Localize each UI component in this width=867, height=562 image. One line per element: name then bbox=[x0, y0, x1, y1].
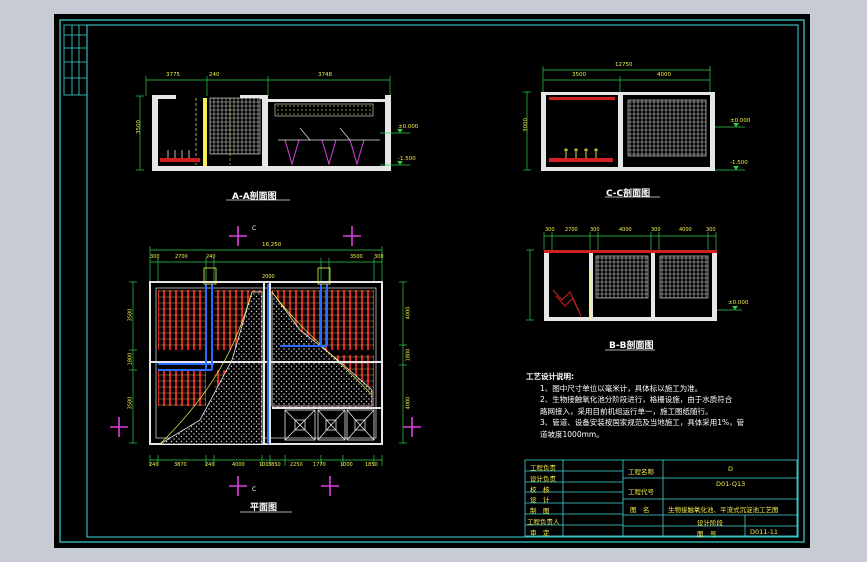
cc-level-0: ±0.000 bbox=[730, 118, 751, 124]
aa-section bbox=[136, 76, 410, 201]
tb-design-no-label: 工程代号 bbox=[628, 488, 654, 496]
tb-row-label: 校 核 bbox=[530, 486, 550, 494]
tb-row-label: 审 定 bbox=[530, 529, 550, 537]
plan-dim-bottom-3: 240 bbox=[205, 462, 215, 468]
notes-heading: 工艺设计说明: bbox=[526, 372, 574, 381]
tb-row-label: 设计负责 bbox=[530, 475, 556, 483]
plan-dim-bottom-5: 100 bbox=[259, 462, 269, 468]
tb-row-label: 设 计 bbox=[530, 496, 550, 504]
design-notes: 工艺设计说明: 1、图中尺寸单位以毫米计，具体标以施工为准。 2、生物接触氧化池… bbox=[526, 371, 744, 440]
cc-dim-top-2: 4000 bbox=[657, 72, 671, 78]
aa-dim-left: 3500 bbox=[136, 120, 142, 134]
cc-dim-top-1: 3500 bbox=[572, 72, 586, 78]
tb-sheet-value: D011-11 bbox=[750, 528, 779, 536]
tb-row-label: 工程负责 bbox=[530, 464, 556, 472]
tb-sheet-label: 图 号 bbox=[697, 530, 717, 538]
plan-marker-top: C bbox=[252, 225, 257, 232]
plan-dim-bottom-9: 1000 bbox=[340, 462, 353, 468]
aa-dim-top-2: 240 bbox=[209, 72, 220, 78]
plan-dim-bottom-1: 240 bbox=[149, 462, 159, 468]
cc-dim-total: 12750 bbox=[615, 62, 633, 68]
cc-dim-left: 3000 bbox=[523, 118, 529, 132]
tb-project-name-value: D bbox=[728, 465, 734, 473]
notes-item: 1、图中尺寸单位以毫米计，具体标以施工为准。 bbox=[540, 383, 703, 393]
plan-dim-top-1: 300 bbox=[150, 254, 160, 260]
tb-project-name-label: 工程名称 bbox=[628, 468, 654, 476]
cc-section bbox=[523, 66, 745, 198]
aa-section-title: A-A剖面图 bbox=[232, 192, 277, 202]
bb-dim-3: 300 bbox=[590, 227, 600, 233]
plan-dim-total: 16,250 bbox=[262, 242, 282, 248]
bb-dim-4: 4000 bbox=[619, 227, 632, 233]
cc-section-title: C-C剖面图 bbox=[606, 189, 651, 199]
plan-dim-top-5: 3500 bbox=[350, 254, 363, 260]
plan-dim-right-3: 4000 bbox=[405, 396, 412, 410]
aa-dim-top-3: 3748 bbox=[318, 72, 332, 78]
aa-level-0: ±0.000 bbox=[398, 124, 419, 130]
cc-level-1: -1.500 bbox=[730, 160, 748, 166]
plan-dim-bottom-7: 2250 bbox=[290, 462, 303, 468]
plan-dim-bottom-6: 3850 bbox=[268, 462, 281, 468]
plan-dim-top-6: 300 bbox=[374, 254, 384, 260]
outer-border bbox=[59, 19, 805, 543]
tb-drawing-name-label: 图 名 bbox=[630, 506, 650, 514]
plan-dim-left-1: 3500 bbox=[127, 308, 134, 322]
plan-dim-top-2: 2700 bbox=[175, 254, 188, 260]
plan-view bbox=[110, 226, 421, 513]
aa-level-1: -1.500 bbox=[398, 156, 416, 162]
plan-marker-bottom: C bbox=[252, 486, 257, 493]
plan-dim-left-2: 1800 bbox=[127, 352, 134, 366]
bb-dim-2: 2700 bbox=[565, 227, 578, 233]
tb-row-label: 制 图 bbox=[530, 507, 550, 515]
tb-drawing-name-value: 生物接触氧化池、平流式沉淀池工艺图 bbox=[668, 506, 779, 514]
notes-item: 路网接入，采用目前机组运行单一，施工图纸随行。 bbox=[540, 406, 713, 416]
aa-dim-top-1: 3775 bbox=[166, 72, 180, 78]
title-block bbox=[524, 459, 798, 537]
plan-dim-left-3: 3500 bbox=[127, 396, 134, 410]
notes-item: 2、生物接触氧化池分阶段进行，格栅设施，由于水质符合 bbox=[540, 395, 733, 404]
bb-dim-6: 4000 bbox=[679, 227, 692, 233]
tb-stage-label: 设计阶段 bbox=[697, 519, 723, 527]
plan-dim-right-1: 4000 bbox=[405, 306, 412, 320]
plan-dim-bottom-4: 4000 bbox=[232, 462, 245, 468]
bb-level-0: ±0.000 bbox=[728, 300, 749, 306]
tb-row-label: 工程负责人 bbox=[527, 518, 560, 526]
bb-dim-7: 300 bbox=[706, 227, 716, 233]
bb-dim-1: 300 bbox=[545, 227, 555, 233]
plan-dim-bottom-10: 1850 bbox=[365, 462, 378, 468]
bb-dim-5: 300 bbox=[651, 227, 661, 233]
plan-dim-bottom-2: 3870 bbox=[174, 462, 187, 468]
notes-item: 道坡度1000mm。 bbox=[540, 429, 604, 439]
bb-section-title: B-B剖面图 bbox=[609, 341, 654, 351]
plan-dim-top-4: 2000 bbox=[262, 274, 275, 280]
plan-dim-top-3: 240 bbox=[206, 254, 216, 260]
notes-item: 3、管道、设备安装按国家规范及当地施工，具体采用1%，管 bbox=[540, 418, 745, 427]
plan-dim-bottom-8: 1770 bbox=[313, 462, 326, 468]
bb-section bbox=[526, 232, 742, 351]
side-strip bbox=[63, 24, 88, 96]
tb-design-no-value: D01-Q13 bbox=[716, 480, 746, 488]
inner-border bbox=[86, 24, 799, 538]
plan-dim-right-2: 1800 bbox=[405, 348, 412, 362]
plan-title: 平面图 bbox=[250, 503, 278, 513]
